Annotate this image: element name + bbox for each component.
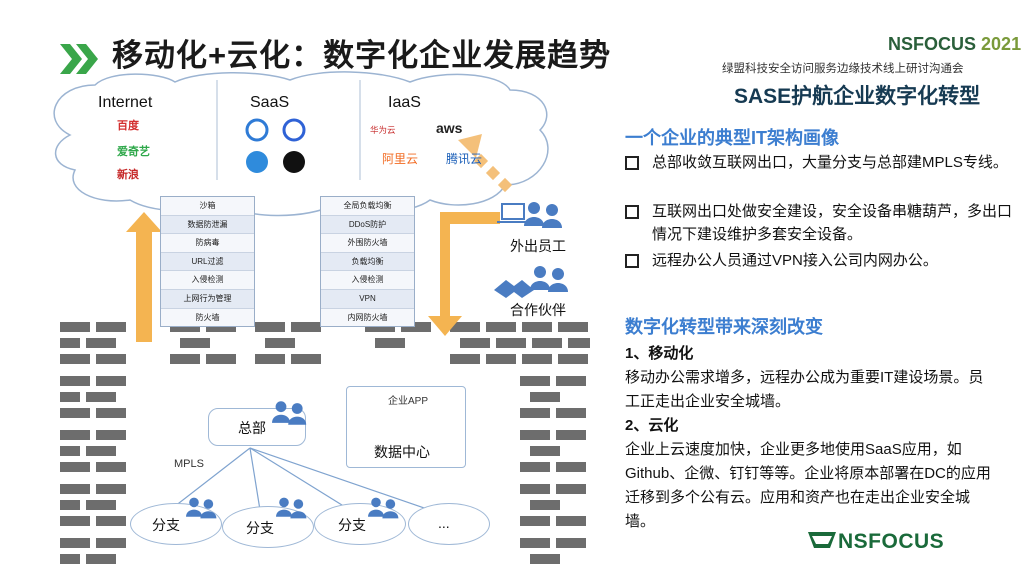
baidu-logo: 百度	[117, 120, 139, 132]
stack-item: 防病毒	[161, 234, 254, 253]
branch-label: ...	[438, 515, 450, 531]
item2-title: 2、云化	[625, 417, 679, 434]
chat-icon	[245, 118, 269, 142]
hq-box	[208, 408, 306, 446]
brand-logo-bottom: NSFOCUS	[838, 530, 945, 553]
stack-item: 防火墙	[161, 308, 254, 327]
datacenter-label: 数据中心	[374, 444, 430, 460]
cloud-drive-icon	[282, 118, 306, 142]
checkbox-icon	[625, 156, 639, 170]
stack-item: 外围防火墙	[321, 234, 414, 253]
branch-node	[130, 503, 222, 545]
people-icon	[524, 202, 562, 228]
branch-label: 分支	[246, 520, 274, 536]
datacenter-app-label: 企业APP	[388, 396, 429, 407]
bullet-item: 互联网出口处做安全建设，安全设备串糖葫芦，多出口情况下建设维护多套安全设备。	[625, 200, 1015, 246]
stack-item: 全局负载均衡	[321, 197, 414, 216]
brand-year: 2021	[981, 34, 1022, 54]
stack-item: 内网防火墙	[321, 308, 414, 327]
people-icon	[186, 497, 217, 519]
stack-item: DDoS防护	[321, 215, 414, 235]
brand-name: NSFOCUS	[888, 34, 977, 54]
stack-item: 数据防泄漏	[161, 215, 254, 235]
stack-item: 上网行为管理	[161, 289, 254, 309]
cloud-label-saas: SaaS	[250, 94, 290, 111]
cloud-label-internet: Internet	[98, 94, 153, 111]
upload-arrow	[126, 212, 162, 342]
aws-logo: aws	[436, 120, 463, 136]
bullet-item: 远程办公人员通过VPN接入公司内网办公。	[625, 249, 1015, 272]
github-icon	[283, 151, 305, 173]
section2-heading: 数字化转型带来深刻改变	[625, 317, 823, 337]
hq-label: 总部	[238, 420, 266, 436]
iqiyi-logo: 爱奇艺	[117, 146, 150, 158]
page-title: 移动化+云化：数字化企业发展趋势	[112, 38, 612, 73]
stack-item: 负载均衡	[321, 252, 414, 272]
branch-node	[222, 506, 314, 548]
remote-employee-label: 外出员工	[510, 238, 566, 254]
cloud-shape	[53, 71, 549, 217]
brick-wall	[60, 322, 590, 564]
partner-label: 合作伙伴	[510, 302, 566, 318]
security-stack-left: 沙箱 数据防泄漏 防病毒 URL过滤 入侵检测 上网行为管理 防火墙	[160, 196, 255, 328]
brand-logo-top: NSFOCUS 2021	[888, 34, 1021, 55]
laptop-icon	[497, 203, 529, 223]
checkbox-icon	[625, 205, 639, 219]
branch-label: 分支	[338, 517, 366, 533]
event-title: SASE护航企业数字化转型	[734, 85, 981, 108]
chevron-right-icon	[60, 44, 98, 74]
mpls-links	[169, 447, 431, 511]
event-subtitle: 绿盟科技安全访问服务边缘技术线上研讨沟通会	[722, 63, 964, 75]
handshake-icon	[494, 280, 534, 298]
stack-item: URL过滤	[161, 252, 254, 272]
item1-text: 移动办公需求增多，远程办公成为重要IT建设场景。员工正走出企业安全城墙。	[625, 369, 984, 410]
datacenter-box	[346, 386, 466, 468]
stack-item: 入侵检测	[161, 271, 254, 290]
saas-icons	[245, 118, 306, 173]
section1-heading: 一个企业的典型IT架构画像	[625, 128, 839, 148]
network-diagram	[53, 71, 590, 564]
people-icon	[368, 497, 399, 519]
download-arrow	[428, 212, 500, 336]
item1-title: 1、移动化	[625, 345, 694, 362]
cloud-label-iaas: IaaS	[388, 94, 421, 111]
dingtalk-icon	[246, 151, 268, 173]
security-stack-right: 全局负载均衡 DDoS防护 外围防火墙 负载均衡 入侵检测 VPN 内网防火墙	[320, 196, 415, 328]
nsfocus-logo-icon	[808, 532, 836, 548]
huawei-cloud-logo: 华为云	[370, 125, 396, 135]
bullet-text: 远程办公人员通过VPN接入公司内网办公。	[652, 252, 938, 269]
dashed-arrow	[458, 134, 513, 193]
tencent-cloud-logo: 腾讯云	[446, 152, 483, 166]
people-icon	[276, 497, 307, 519]
stack-item: VPN	[321, 289, 414, 309]
stack-item: 入侵检测	[321, 271, 414, 290]
mpls-label: MPLS	[174, 458, 204, 470]
bullet-item: 总部收敛互联网出口，大量分支与总部建MPLS专线。	[625, 151, 1015, 174]
bullet-text: 互联网出口处做安全建设，安全设备串糖葫芦，多出口情况下建设维护多套安全设备。	[652, 203, 1013, 243]
aliyun-logo: 阿里云	[382, 152, 419, 166]
branch-node	[408, 503, 490, 545]
people-icon	[530, 266, 568, 292]
bullet-text: 总部收敛互联网出口，大量分支与总部建MPLS专线。	[652, 154, 1008, 171]
sina-logo: 新浪	[117, 169, 139, 181]
branch-node	[314, 503, 406, 545]
checkbox-icon	[625, 254, 639, 268]
branch-label: 分支	[152, 517, 180, 533]
people-icon	[272, 401, 307, 425]
item2-text: 企业上云速度加快，企业更多地使用SaaS应用，如Github、企微、钉钉等等。企…	[625, 441, 991, 530]
stack-item: 沙箱	[161, 197, 254, 216]
